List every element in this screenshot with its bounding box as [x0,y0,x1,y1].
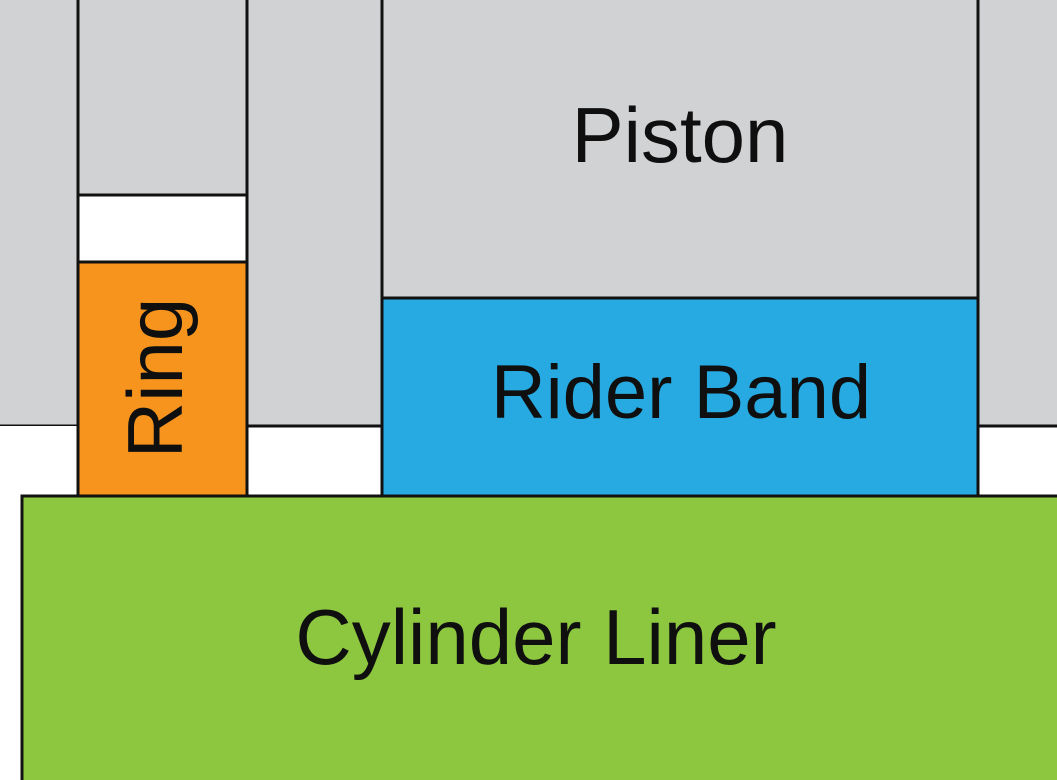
piston-land-gap [245,424,384,498]
piston-land [245,0,384,428]
cylinder-liner [20,494,1057,780]
piston-right [976,0,1057,428]
ring-label: Ring [111,298,199,458]
piston-right-gap [976,424,1057,498]
rider-band-label: Rider Band [491,350,871,435]
cylinder-liner-label: Cylinder Liner [295,593,776,681]
piston-label: Piston [572,91,789,179]
ring-groove-gap-top [76,193,249,264]
rider-band-groove [380,0,980,300]
